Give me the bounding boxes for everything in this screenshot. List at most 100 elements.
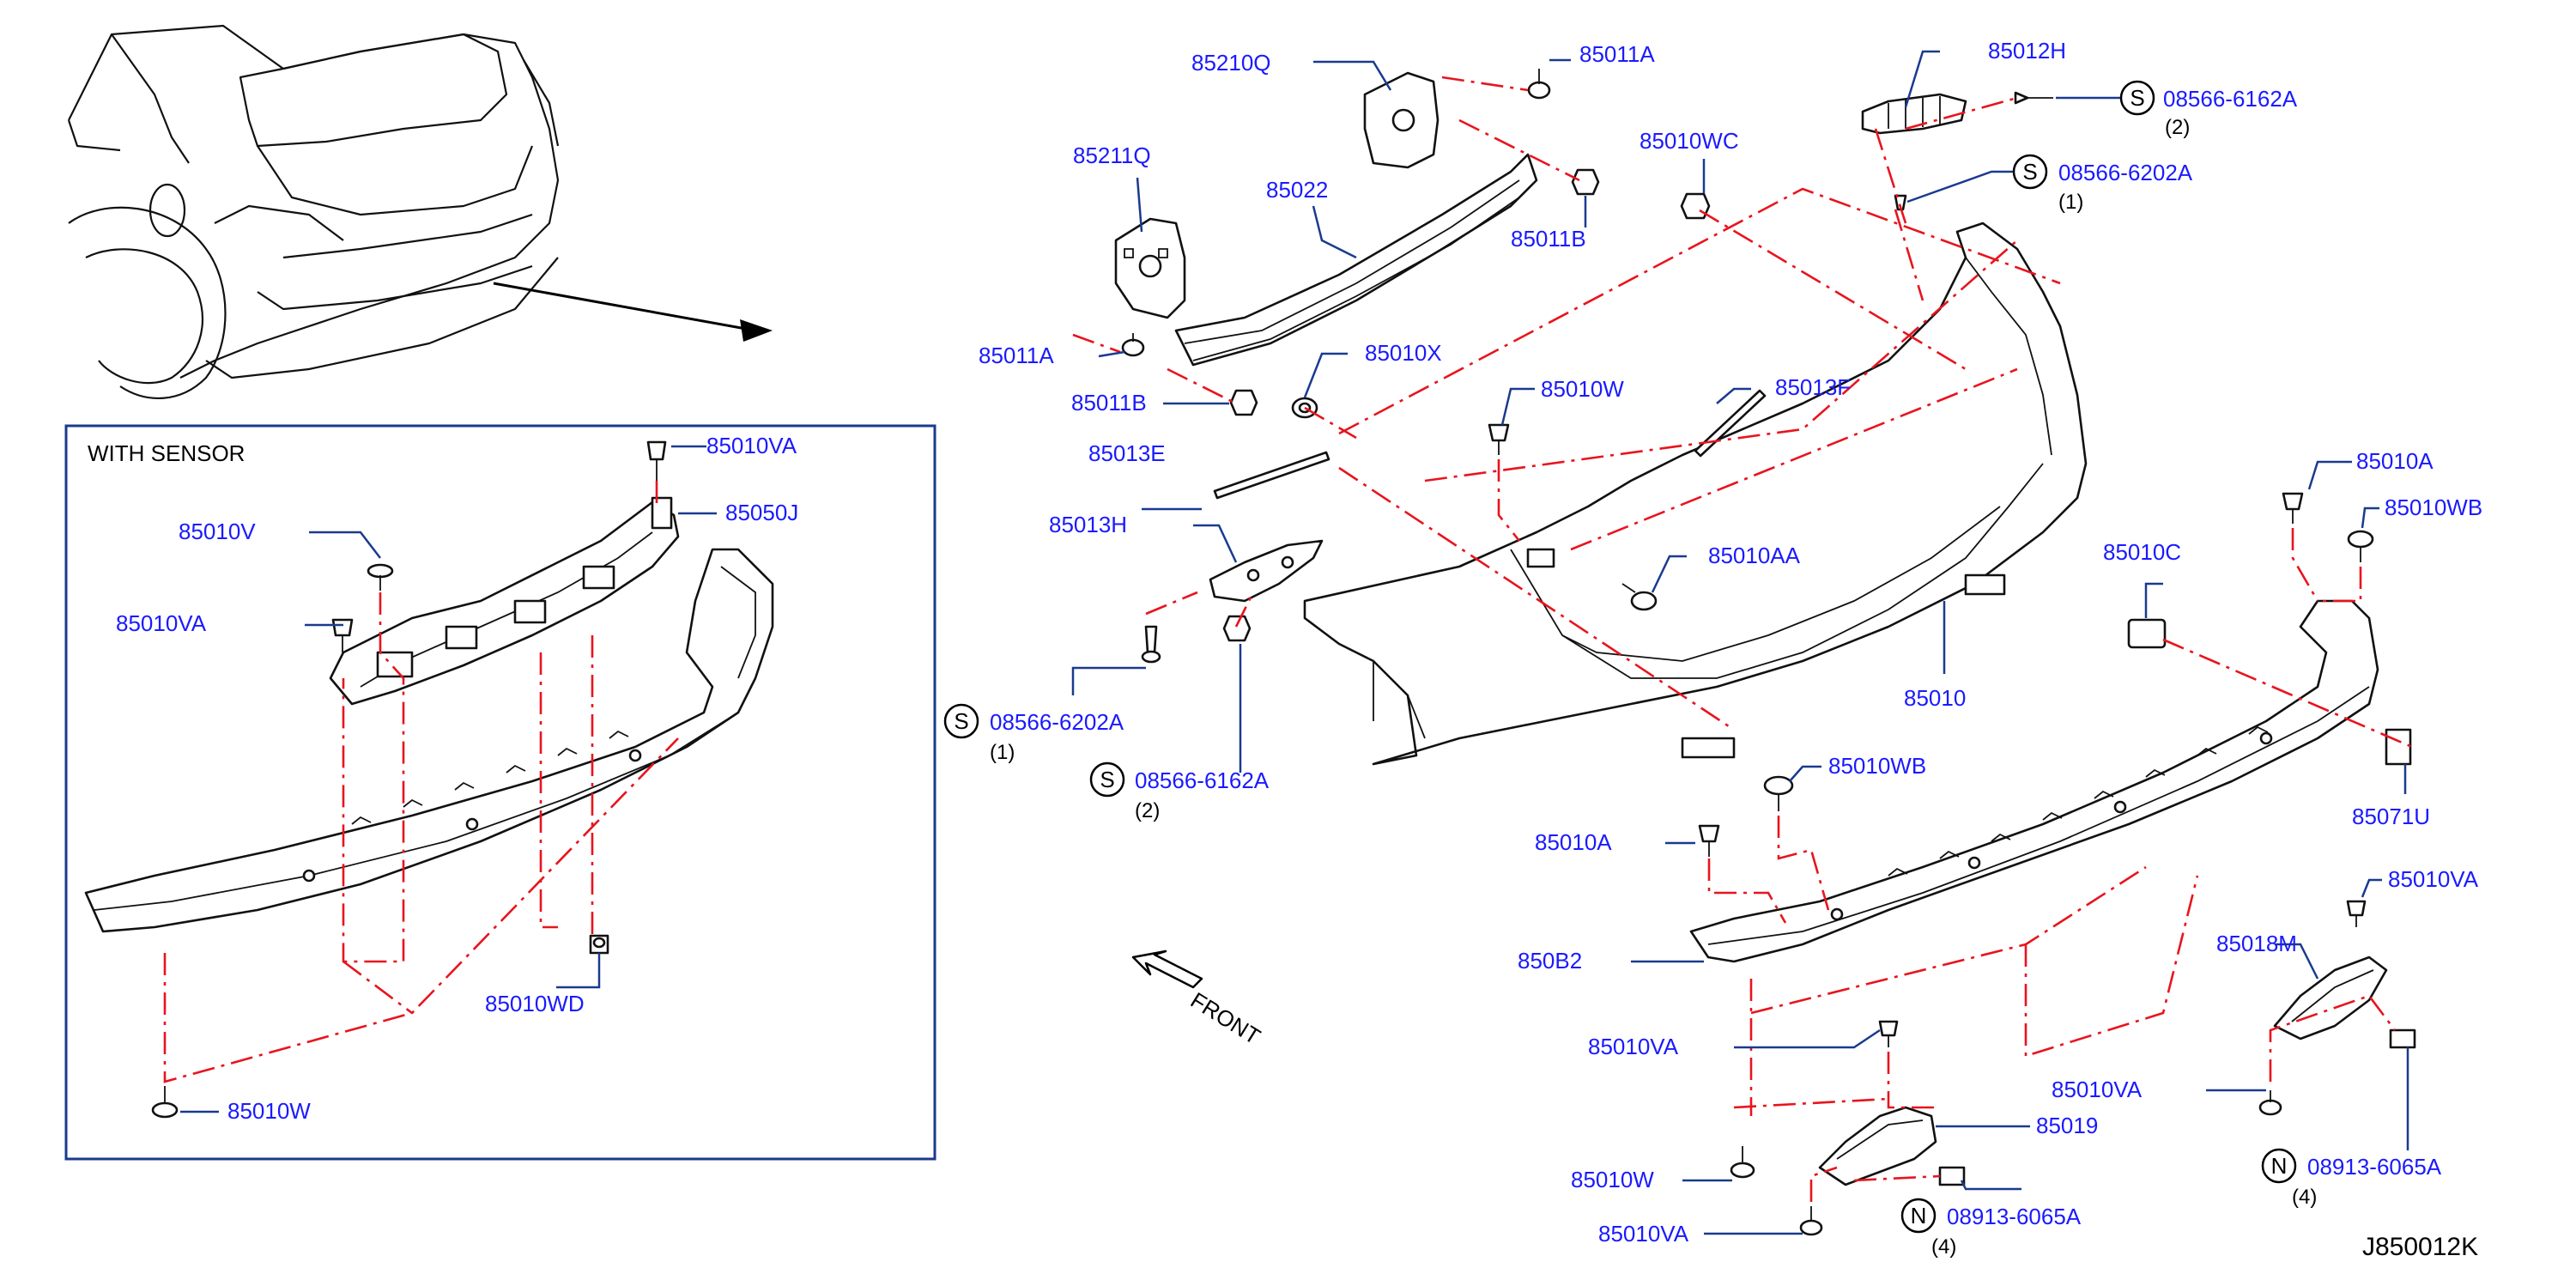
inset-label-85010VA-left: 85010VA — [116, 610, 207, 636]
inset-title: WITH SENSOR — [88, 440, 245, 466]
screw-85010W-bot — [1730, 1146, 1755, 1179]
bumper-fascia-85010 — [1303, 221, 2088, 766]
label-85010X: 85010X — [1365, 340, 1442, 366]
label-85010VA-bot: 85010VA — [1598, 1221, 1689, 1247]
inset-with-sensor: WITH SENSOR — [64, 424, 936, 1161]
label-08913-6065A-right: 08913-6065A — [2307, 1154, 2442, 1180]
label-85071U: 85071U — [2352, 804, 2430, 829]
screw-symbol: S — [2022, 159, 2037, 185]
screw-callout-08566-6162A-top: S 08566-6162A (2) — [2119, 80, 2298, 139]
inset-clip-85010VA-left — [331, 618, 354, 652]
strip-85013E — [1213, 451, 1330, 500]
screw-08566-6202A-left — [1141, 625, 1161, 664]
label-85011B-top: 85011B — [1511, 226, 1586, 252]
screw-08566-6202A-top — [1894, 194, 1907, 211]
screw-symbol: S — [2130, 85, 2144, 111]
label-85010VA-right: 85010VA — [2388, 866, 2479, 892]
fastener-85011A-left — [1121, 333, 1145, 357]
label-85011A-left: 85011A — [979, 343, 1054, 368]
label-85010W-mid: 85010W — [1541, 376, 1624, 402]
sensor-bracket-85050J — [329, 500, 680, 706]
qty-08566-6202A-left: (1) — [990, 741, 1015, 764]
clip-85010VA-mid — [1878, 1020, 1899, 1047]
nut-85011B-left — [1229, 389, 1258, 416]
label-08566-6202A-left: 08566-6202A — [990, 709, 1124, 735]
inset-clip-85010V — [367, 563, 394, 591]
inset-nut-85010WD — [589, 934, 609, 955]
label-08566-6202A-top: 08566-6202A — [2058, 160, 2193, 185]
clip-85010VA-mid2 — [2258, 1090, 2282, 1116]
front-direction-arrow: FRONT — [1131, 949, 1265, 1050]
label-85010WC: 85010WC — [1640, 128, 1739, 154]
clip-85010WB-right — [2347, 530, 2374, 562]
label-85010A-mid: 85010A — [1535, 829, 1612, 855]
inset-clip-85010VA-top — [646, 440, 667, 481]
label-85013H: 85013H — [1049, 512, 1127, 537]
nut-08913-6065A-mid — [1938, 1166, 1966, 1186]
clip-85010VA-right — [2346, 900, 2367, 927]
fastener-85011A-top — [1527, 69, 1551, 100]
clip-85010A-mid — [1698, 824, 1720, 857]
clip-85010W-mid — [1488, 423, 1510, 455]
qty-08566-6202A-top: (1) — [2058, 191, 2083, 214]
nut-callout-08913-6065A-mid: N 08913-6065A (4) — [1900, 1198, 2082, 1259]
label-85010C: 85010C — [2103, 539, 2181, 565]
screw-callout-08566-6162A-left: S 08566-6162A (2) — [1089, 761, 1270, 822]
nut-85011B-top — [1571, 168, 1600, 196]
label-85010AA: 85010AA — [1708, 543, 1801, 568]
label-85011A-top: 85011A — [1579, 41, 1655, 67]
qty-08913-6065A-right: (4) — [2292, 1186, 2317, 1209]
label-85019: 85019 — [2036, 1113, 2098, 1138]
clip-85010A-right — [2282, 492, 2304, 524]
clip-85010C — [2127, 618, 2167, 649]
nut-08913-6065A-right — [2389, 1028, 2416, 1049]
vehicle-thumbnail — [67, 24, 773, 400]
inset-bumper — [84, 548, 774, 933]
label-08566-6162A-left: 08566-6162A — [1135, 767, 1270, 793]
screw-callout-08566-6202A-top: S 08566-6202A (1) — [2012, 154, 2193, 214]
lower-bumper-850B2 — [1689, 599, 2379, 963]
nut-symbol: N — [1911, 1203, 1927, 1228]
label-85018M: 85018M — [2216, 931, 2297, 956]
label-08566-6162A-top: 08566-6162A — [2163, 86, 2298, 112]
inset-label-85010WD: 85010WD — [485, 991, 585, 1016]
bracket-85013H — [1209, 539, 1324, 603]
inset-label-85050J: 85050J — [725, 500, 798, 525]
inset-label-85010VA-top: 85010VA — [706, 433, 797, 458]
inset-frame — [64, 424, 936, 1161]
screw-08566-6162A-top — [2014, 91, 2053, 105]
clip-85010VA-bot — [1799, 1206, 1823, 1236]
nut-symbol: N — [2271, 1153, 2288, 1179]
bracket-85019 — [1818, 1106, 1937, 1186]
front-label: FRONT — [1186, 987, 1265, 1050]
qty-08913-6065A-mid: (4) — [1931, 1235, 1956, 1259]
label-85211Q: 85211Q — [1073, 143, 1151, 168]
label-85013F: 85013F — [1775, 374, 1851, 400]
diagram-id: J850012K — [2362, 1233, 2478, 1261]
label-85010VA-mid: 85010VA — [1588, 1034, 1679, 1059]
screw-callout-08566-6202A-left: S 08566-6202A (1) — [943, 703, 1124, 764]
screw-symbol: S — [1100, 767, 1114, 792]
screw-08566-6162A-left — [1222, 615, 1252, 642]
label-85010VA-mid2: 85010VA — [2052, 1077, 2143, 1102]
inset-label-85010W: 85010W — [227, 1098, 311, 1124]
label-850B2: 850B2 — [1518, 948, 1582, 974]
label-85013E: 85013E — [1088, 440, 1166, 466]
inset-screw-85010W — [151, 1086, 179, 1119]
nut-callout-08913-6065A-right: N 08913-6065A (4) — [2261, 1148, 2442, 1209]
label-85012H: 85012H — [1988, 38, 2066, 64]
cap-85071U — [2385, 728, 2412, 766]
fastener-85010AA — [1621, 583, 1658, 611]
label-85010A-right: 85010A — [2356, 448, 2434, 474]
inset-label-85010V: 85010V — [179, 519, 256, 544]
qty-08566-6162A-left: (2) — [1135, 799, 1160, 822]
label-85022: 85022 — [1266, 177, 1328, 203]
reinforcement-85022 — [1174, 153, 1538, 367]
qty-08566-6162A-top: (2) — [2165, 116, 2190, 139]
label-85010WB-mid: 85010WB — [1828, 753, 1926, 779]
strip-85013F — [1694, 389, 1767, 458]
screw-symbol: S — [954, 708, 968, 734]
label-85210Q: 85210Q — [1191, 50, 1271, 76]
label-85010W-bot: 85010W — [1571, 1167, 1654, 1192]
